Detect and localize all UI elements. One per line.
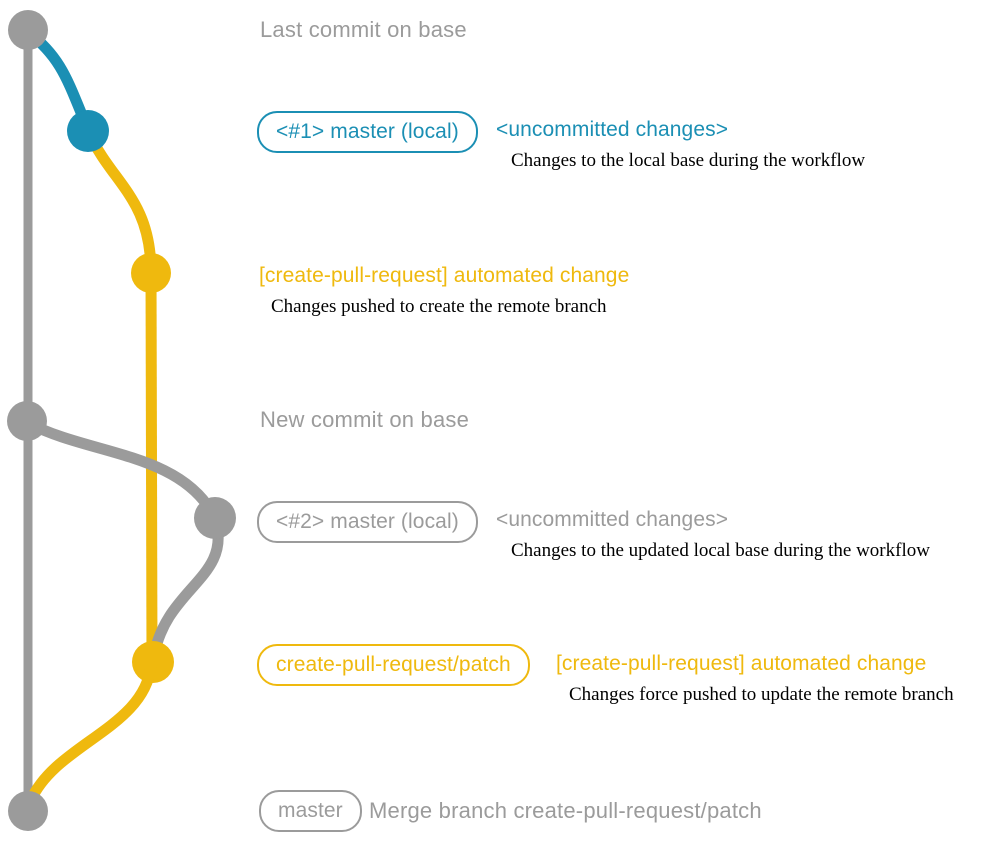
last-commit-label: Last commit on base <box>260 17 467 42</box>
uncommitted-changes-1-title: <uncommitted changes> <box>496 118 729 141</box>
commit-node-uncommitted-1 <box>67 110 109 152</box>
branch-badge-master-local-2: <#2> master (local) <box>257 501 478 543</box>
new-commit-label: New commit on base <box>260 407 470 432</box>
branch-badge-master: master <box>259 790 362 832</box>
rebase-segment-1 <box>22 417 219 520</box>
uncommitted-changes-1-description: Changes to the local base during the wor… <box>511 150 866 171</box>
automated-change-1-title: [create-pull-request] automated change <box>259 264 630 287</box>
patch-branch-merge-curve <box>25 660 157 806</box>
automated-change-1-description: Changes pushed to create the remote bran… <box>271 296 607 317</box>
branch-badge-patch: create-pull-request/patch <box>257 644 530 686</box>
commit-node-new-commit-on-base <box>7 401 47 441</box>
commit-node-automated-change-1 <box>131 253 171 293</box>
commit-node-uncommitted-2 <box>194 497 236 539</box>
patch-branch-curve <box>83 127 157 276</box>
rebase-segment-2 <box>148 516 224 662</box>
branch-badge-master-local-1: <#1> master (local) <box>257 111 478 153</box>
commit-node-merge-commit <box>8 791 48 831</box>
automated-change-2-title: [create-pull-request] automated change <box>556 652 927 675</box>
uncommitted-changes-2-description: Changes to the updated local base during… <box>511 540 930 561</box>
automated-change-2-description: Changes force pushed to update the remot… <box>569 684 954 705</box>
commit-node-last-commit-on-base <box>8 10 48 50</box>
uncommitted-changes-2-title: <uncommitted changes> <box>496 508 729 531</box>
merge-commit-label: Merge branch create-pull-request/patch <box>369 798 762 823</box>
